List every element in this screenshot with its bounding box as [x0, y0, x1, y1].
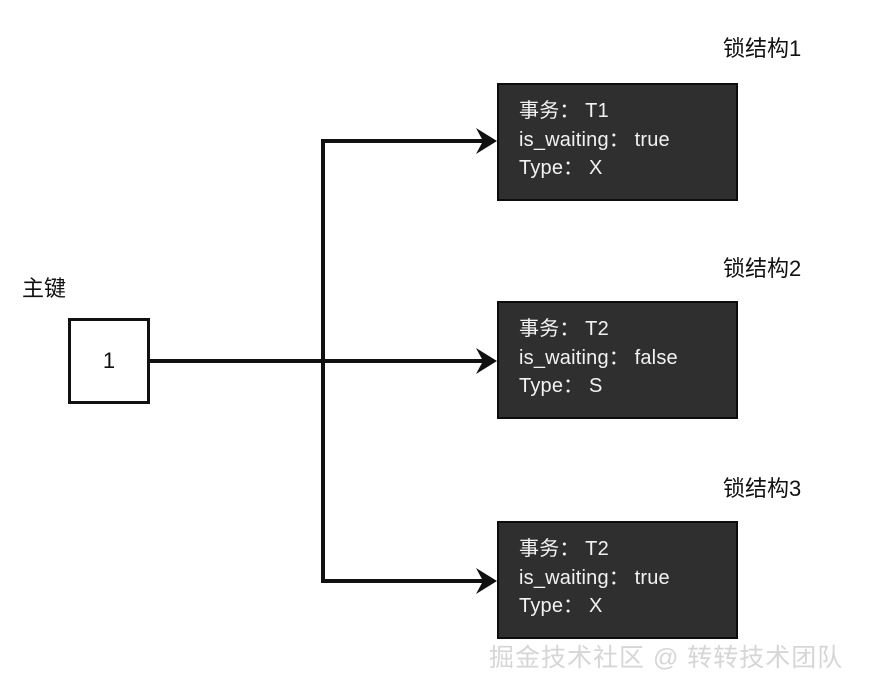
- arrowhead-1: [476, 128, 497, 154]
- lock-field-is-waiting: is_waiting： false: [519, 344, 736, 373]
- lock-field-key: is_waiting: [519, 346, 609, 369]
- lock-field-key: Type: [519, 157, 564, 179]
- lock-structure-box-2: 事务： T2 is_waiting： false Type： S: [497, 301, 738, 419]
- lock-field-separator: ：: [559, 100, 580, 122]
- lock-field-value: X: [588, 157, 603, 179]
- lock-field-transaction: 事务： T2: [519, 535, 736, 564]
- primary-key-value: 1: [102, 348, 116, 373]
- lock-field-type: Type： X: [519, 154, 736, 183]
- lock-field-separator: ：: [559, 538, 580, 560]
- lock-field-key: is_waiting: [519, 128, 609, 151]
- lock-field-value: S: [588, 375, 603, 397]
- lock-field-key: 事务: [519, 538, 560, 560]
- lock-field-is-waiting: is_waiting： true: [519, 564, 736, 593]
- lock-field-type: Type： S: [519, 372, 736, 401]
- lock-field-transaction: 事务： T2: [519, 315, 736, 344]
- lock-structure-title-1: 锁结构1: [723, 36, 802, 61]
- lock-field-separator: ：: [608, 566, 629, 589]
- lock-field-value: T2: [585, 318, 609, 340]
- watermark: 掘金技术社区 @ 转转技术团队: [489, 644, 844, 672]
- lock-structure-title-2: 锁结构2: [723, 256, 802, 281]
- lock-structure-title-3: 锁结构3: [723, 476, 802, 501]
- lock-structure-box-3: 事务： T2 is_waiting： true Type： X: [497, 521, 738, 639]
- lock-field-value: T2: [585, 538, 609, 560]
- lock-field-key: 事务: [519, 100, 560, 122]
- lock-field-separator: ：: [563, 375, 584, 397]
- lock-field-key: 事务: [519, 318, 560, 340]
- lock-field-transaction: 事务： T1: [519, 97, 736, 126]
- lock-field-separator: ：: [563, 157, 584, 179]
- lock-field-is-waiting: is_waiting： true: [519, 126, 736, 155]
- lock-structure-box-1: 事务： T1 is_waiting： true Type： X: [497, 83, 738, 201]
- lock-field-key: Type: [519, 375, 564, 397]
- primary-key-box: 1: [68, 318, 150, 404]
- lock-field-value: X: [588, 595, 603, 617]
- lock-field-separator: ：: [608, 346, 629, 369]
- lock-field-separator: ：: [559, 318, 580, 340]
- arrowhead-2: [476, 348, 497, 374]
- lock-field-value: T1: [585, 100, 609, 122]
- lock-field-separator: ：: [563, 595, 584, 617]
- lock-field-value: false: [634, 346, 678, 369]
- lock-field-value: true: [634, 128, 670, 151]
- lock-field-type: Type： X: [519, 592, 736, 621]
- lock-field-key: Type: [519, 595, 564, 617]
- arrowhead-3: [476, 568, 497, 594]
- primary-key-label: 主键: [22, 276, 67, 301]
- lock-field-separator: ：: [608, 128, 629, 151]
- lock-field-value: true: [634, 566, 670, 589]
- lock-field-key: is_waiting: [519, 566, 609, 589]
